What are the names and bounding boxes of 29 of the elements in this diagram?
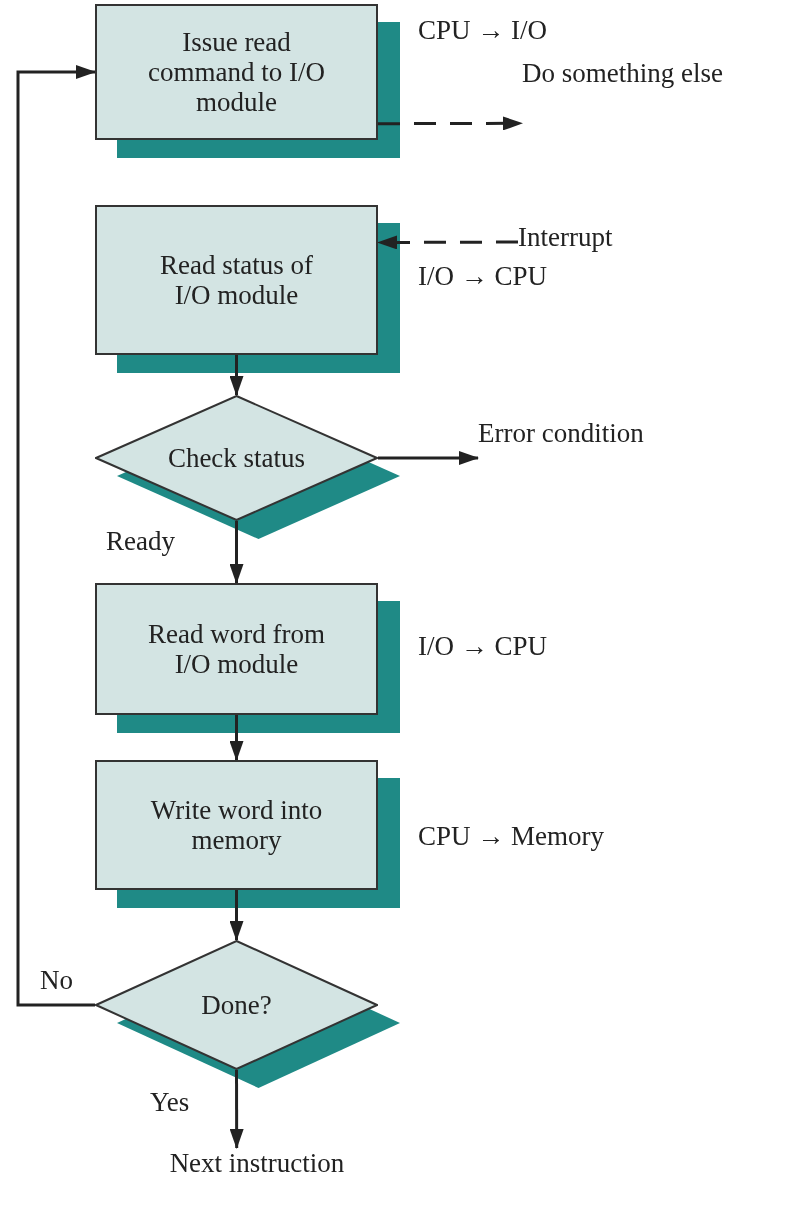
transfer-note: CPU → I/O (418, 16, 547, 46)
node-text: Done? (200, 989, 273, 1021)
flow-text: Error condition (478, 418, 678, 498)
arrow (229, 890, 244, 941)
node-text: Read status of I/O module (159, 249, 314, 311)
process-box (95, 205, 378, 355)
flow-text: Interrupt (518, 222, 698, 262)
arrow (229, 355, 244, 396)
node-text: Check status (166, 442, 307, 474)
transfer-note: I/O → CPU (418, 632, 547, 662)
flow-text: Do something else (522, 58, 752, 124)
node-text: Read word from I/O module (147, 618, 326, 680)
transfer-note: I/O → CPU (418, 262, 547, 292)
decision-diamond (95, 395, 378, 521)
flow-text: Next instruction (112, 1148, 402, 1190)
arrow (378, 116, 523, 131)
arrow (378, 451, 479, 465)
transfer-note: CPU → Memory (418, 822, 604, 852)
node-text: Issue read command to I/O module (147, 26, 326, 118)
process-box (95, 583, 378, 715)
decision-diamond (95, 940, 378, 1070)
node-text: Write word into memory (149, 794, 324, 856)
process-box (95, 4, 378, 140)
arrow (229, 1070, 244, 1149)
arrow (16, 65, 96, 1007)
arrow (229, 521, 244, 584)
arrow (377, 235, 518, 250)
arrow (229, 715, 244, 761)
process-box (95, 760, 378, 890)
